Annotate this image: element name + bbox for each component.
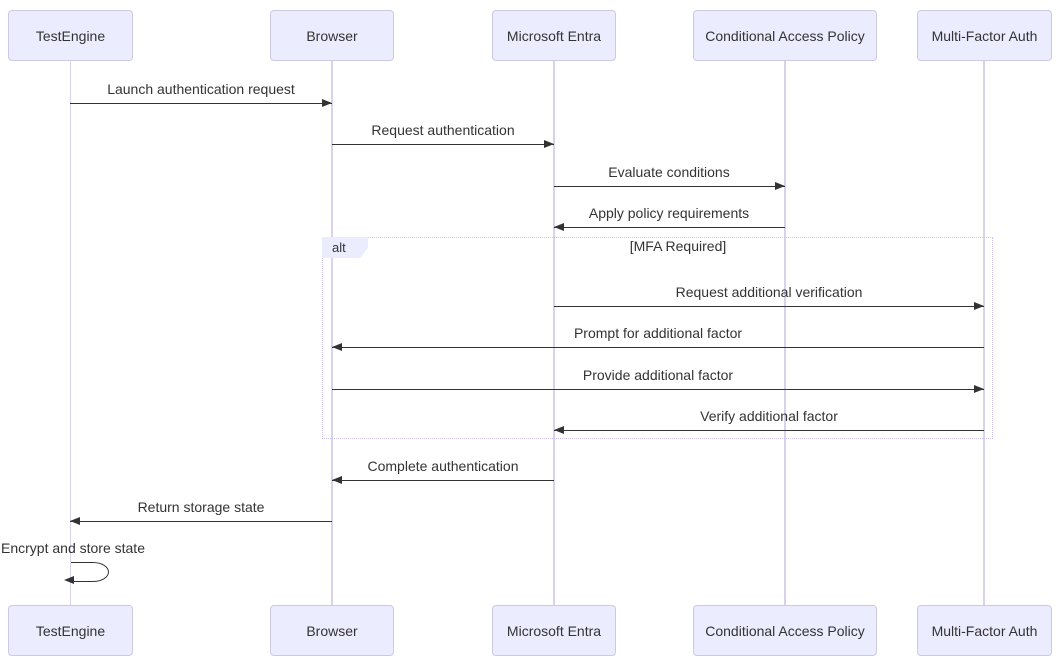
- actor-top-microsoft-entra: Microsoft Entra: [492, 10, 616, 61]
- message-label: Evaluate conditions: [608, 164, 730, 180]
- message-label: Request additional verification: [675, 284, 863, 300]
- message-arrow: [332, 139, 554, 148]
- message-label: Prompt for additional factor: [573, 325, 743, 341]
- message-label: Provide additional factor: [582, 367, 734, 383]
- message-label: Return storage state: [137, 499, 265, 515]
- self-message-loop: [71, 562, 109, 582]
- message-arrow: [554, 222, 785, 231]
- actor-top-testengine: TestEngine: [8, 10, 133, 61]
- self-message-arrowhead: [64, 576, 74, 584]
- message-label: Encrypt and store state: [1, 540, 145, 556]
- message-arrow: [554, 301, 984, 310]
- actor-bottom-multi-factor-auth: Multi-Factor Auth: [917, 605, 1052, 656]
- actor-bottom-conditional-access-policy: Conditional Access Policy: [693, 605, 877, 656]
- message-label: Apply policy requirements: [588, 205, 750, 221]
- lifeline-microsoft-entra: [553, 61, 555, 605]
- lifeline-conditional-access-policy: [784, 61, 786, 605]
- actor-bottom-microsoft-entra: Microsoft Entra: [492, 605, 616, 656]
- message-arrow: [70, 516, 332, 525]
- message-label: Request authentication: [371, 122, 515, 138]
- message-label: Launch authentication request: [107, 81, 295, 97]
- message-arrow: [332, 342, 984, 351]
- message-arrow: [332, 384, 984, 393]
- message-label: Verify additional factor: [700, 408, 838, 424]
- lifeline-browser: [331, 61, 333, 605]
- actor-bottom-testengine: TestEngine: [8, 605, 133, 656]
- message-arrow: [554, 425, 984, 434]
- actor-top-conditional-access-policy: Conditional Access Policy: [693, 10, 877, 61]
- alt-operator-label: alt: [322, 237, 368, 258]
- message-arrow: [554, 181, 785, 190]
- message-arrow: [332, 475, 554, 484]
- alt-guard-label: [MFA Required]: [629, 238, 727, 254]
- lifeline-multi-factor-auth: [983, 61, 985, 605]
- actor-top-multi-factor-auth: Multi-Factor Auth: [917, 10, 1052, 61]
- message-arrow: [70, 98, 332, 107]
- alt-frame: [322, 237, 993, 439]
- message-label: Complete authentication: [367, 458, 519, 474]
- actor-bottom-browser: Browser: [270, 605, 394, 656]
- actor-top-browser: Browser: [270, 10, 394, 61]
- lifeline-testengine: [69, 61, 71, 605]
